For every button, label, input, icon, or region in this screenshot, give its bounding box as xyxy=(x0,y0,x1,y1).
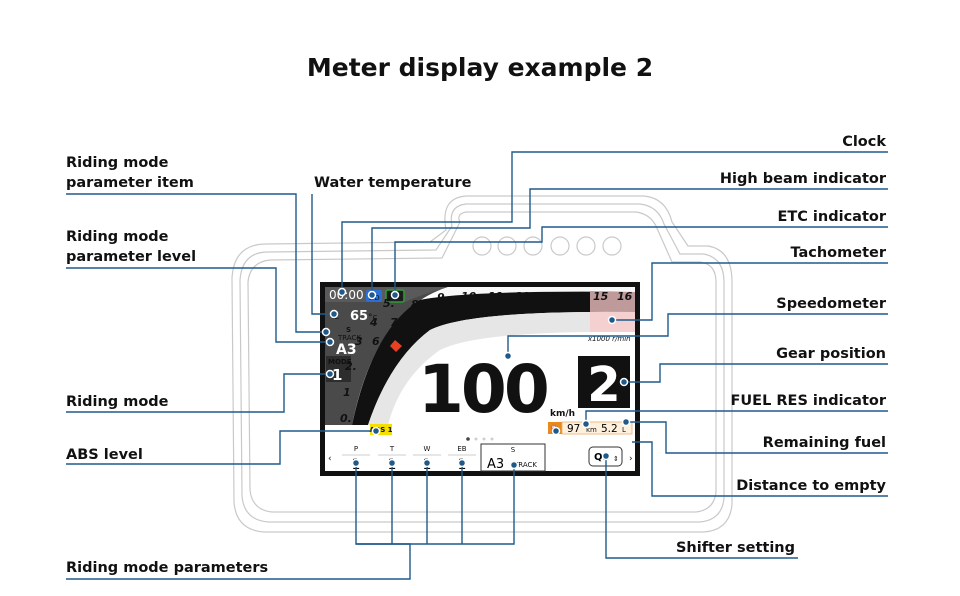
param-s-value: A3 xyxy=(487,457,504,472)
distance-value: 97 xyxy=(567,423,580,435)
rpm-scale: 0. 1 2. 3 4 5. 6. 7. 8 9 10 11 12 13 14 … xyxy=(340,290,633,425)
label-shifter-setting: Shifter setting xyxy=(676,540,795,556)
label-riding-mode-parameters: Riding mode parameters xyxy=(66,560,268,576)
param-level-value: A3 xyxy=(336,342,357,358)
rpm-tick-4: 4 xyxy=(369,316,378,329)
param-s-track: TRACK xyxy=(513,461,537,469)
rpm-tick-9: 9 xyxy=(437,291,445,304)
rpm-tick-11: 11 xyxy=(488,290,503,303)
fuel-unit: L xyxy=(622,426,626,434)
param-w-name: W xyxy=(424,445,431,453)
lcd-screen: 00:00 ≡D ETC ⊥ 65 °c S TRACK A3 MODE 1 0… xyxy=(320,282,640,476)
label-water-temperature: Water temperature xyxy=(314,175,472,191)
rpm-tick-2: 2. xyxy=(345,360,357,373)
param-s-name: S xyxy=(511,446,516,454)
rpm-tick-7: 7. xyxy=(390,316,402,329)
speed-value: 100 xyxy=(418,351,547,428)
callout-labels: Clock High beam indicator ETC indicator … xyxy=(66,134,887,576)
label-param-item-line1: Riding mode xyxy=(66,155,169,171)
rpm-tick-15: 15 xyxy=(593,290,609,303)
diagram-title: Meter display example 2 xyxy=(307,53,653,82)
fuel-value: 5.2 xyxy=(601,423,618,435)
qs-updown-icon: ⇕ xyxy=(613,455,619,463)
label-gear-position: Gear position xyxy=(776,346,886,362)
water-temp-value: 65 xyxy=(350,309,368,324)
param-t-name: T xyxy=(389,445,395,453)
label-etc: ETC indicator xyxy=(777,209,886,225)
qs-label: QS xyxy=(594,452,610,463)
tach-bar xyxy=(368,311,635,425)
label-abs-level: ABS level xyxy=(66,447,143,463)
mode-label: MODE xyxy=(328,358,352,366)
rpm-tick-14: 14 xyxy=(568,290,583,303)
param-item-track: TRACK xyxy=(337,334,361,342)
rpm-tick-6: 6. xyxy=(372,335,384,348)
rpm-unit: x1000 r/min xyxy=(587,335,631,343)
page-dot-active xyxy=(466,437,470,441)
rpm-tick-13: 13 xyxy=(542,290,558,303)
label-speedometer: Speedometer xyxy=(776,296,887,312)
label-riding-mode: Riding mode xyxy=(66,394,169,410)
rpm-tick-1: 1 xyxy=(343,386,351,399)
meter-bezel xyxy=(231,195,733,533)
rpm-tick-5: 5. xyxy=(383,297,395,310)
gear-value: 2 xyxy=(587,357,620,413)
rpm-tick-8: 8 xyxy=(411,298,419,311)
leader-lines xyxy=(66,151,888,580)
rpm-tick-0: 0. xyxy=(340,412,352,425)
param-item-value: S xyxy=(346,326,351,334)
label-high-beam: High beam indicator xyxy=(720,171,887,187)
rpm-tick-16: 16 xyxy=(617,290,633,303)
label-clock: Clock xyxy=(842,134,886,150)
water-temp-unit: °c xyxy=(368,313,378,323)
param-eb-name: EB xyxy=(457,445,466,453)
label-distance-to-empty: Distance to empty xyxy=(736,478,886,494)
tach-arc xyxy=(352,291,635,425)
redzone xyxy=(590,292,635,332)
leader-dots xyxy=(321,287,631,470)
rpm-tick-12: 12 xyxy=(515,290,531,303)
label-tachometer: Tachometer xyxy=(790,245,886,261)
abs-level-value: ABS 1 xyxy=(369,426,392,434)
param-next-arrow[interactable]: › xyxy=(629,454,633,464)
abs-badge xyxy=(370,424,392,435)
clock-readout: 00:00 xyxy=(329,288,364,302)
label-param-level-line2: parameter level xyxy=(66,249,196,265)
distance-unit: km xyxy=(586,426,597,434)
rpm-tick-10: 10 xyxy=(461,290,477,303)
rpm-tick-3: 3 xyxy=(355,335,363,348)
speed-unit: km/h xyxy=(550,409,575,419)
param-prev-arrow[interactable]: ‹ xyxy=(328,454,332,464)
label-fuel-res: FUEL RES indicator xyxy=(731,393,887,409)
label-param-item-line2: parameter item xyxy=(66,175,194,191)
label-param-level-line1: Riding mode xyxy=(66,229,169,245)
mode-value: 1 xyxy=(332,366,342,384)
label-remaining-fuel: Remaining fuel xyxy=(763,435,886,451)
param-p-name: P xyxy=(354,445,358,453)
tach-arc-shadow xyxy=(325,287,448,425)
